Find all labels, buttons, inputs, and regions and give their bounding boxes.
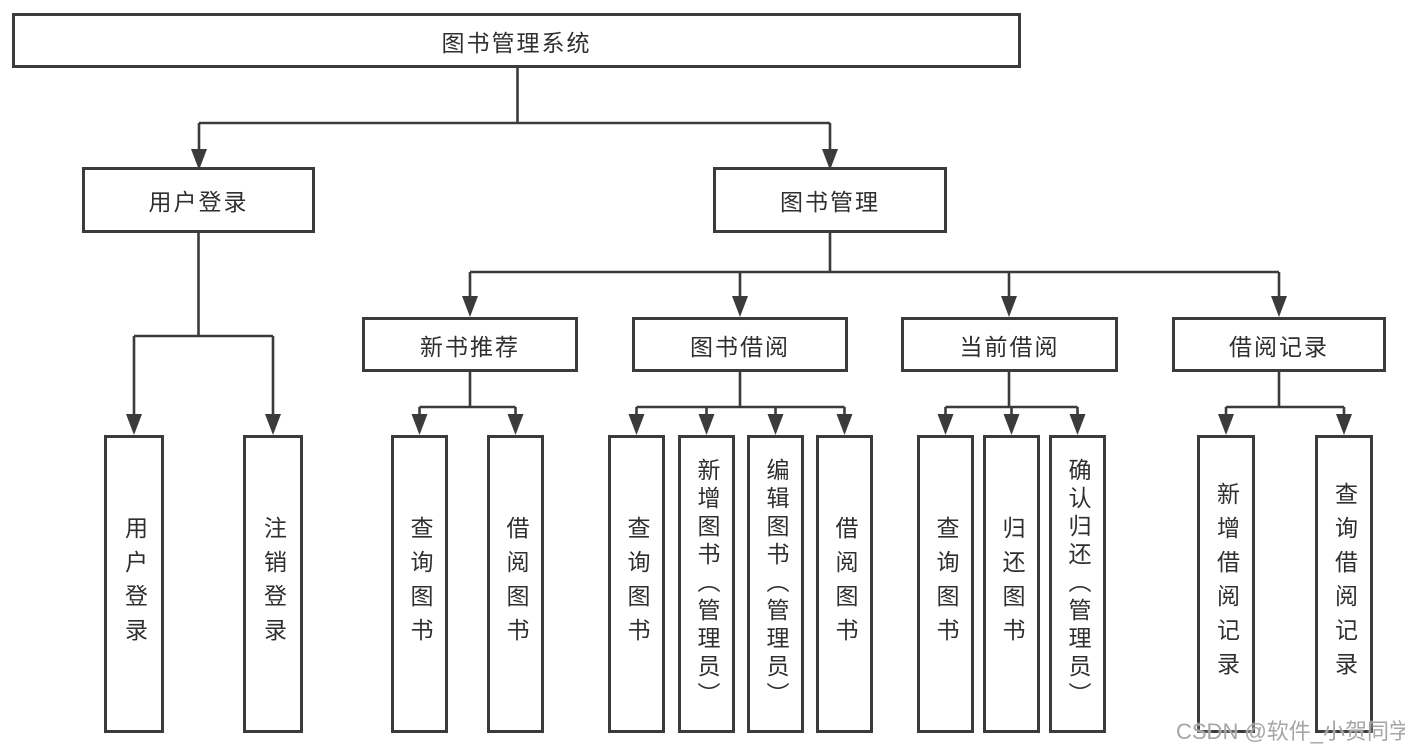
leaf-add-borrow-record: 新增借阅记录 bbox=[1197, 435, 1255, 733]
node-book-borrowing: 图书借阅 bbox=[632, 317, 848, 372]
node-label: 当前借阅 bbox=[959, 333, 1060, 360]
connector-new-book-branch bbox=[418, 372, 517, 418]
arrowheads bbox=[126, 149, 1352, 435]
leaf-label: 新增借阅记录 bbox=[1213, 482, 1240, 686]
leaf-label: 查询借阅记录 bbox=[1331, 482, 1358, 686]
leaf-query-books-recommend: 查询图书 bbox=[391, 435, 448, 733]
connector-user-login-branch bbox=[132, 233, 275, 418]
node-label: 用户登录 bbox=[148, 189, 249, 215]
node-borrowing-records: 借阅记录 bbox=[1172, 317, 1386, 372]
connector-current-borrow-branch bbox=[944, 372, 1079, 418]
leaf-label: 注销登录 bbox=[260, 516, 287, 652]
leaf-query-books-current: 查询图书 bbox=[917, 435, 974, 733]
node-user-login: 用户登录 bbox=[82, 167, 315, 233]
node-book-management-system: 图书管理系统 bbox=[12, 13, 1021, 68]
leaf-return-books: 归还图书 bbox=[983, 435, 1040, 733]
leaf-label: 确认归还（管理员） bbox=[1065, 458, 1091, 710]
leaf-query-books-borrowing: 查询图书 bbox=[608, 435, 665, 733]
leaf-query-borrow-record: 查询借阅记录 bbox=[1315, 435, 1373, 733]
leaf-label: 用户登录 bbox=[121, 516, 148, 652]
leaf-confirm-return-admin: 确认归还（管理员） bbox=[1049, 435, 1106, 733]
csdn-watermark: CSDN @软件_小贺同学 bbox=[1176, 719, 1405, 744]
leaf-borrow-books-recommend: 借阅图书 bbox=[487, 435, 544, 733]
node-current-borrowing: 当前借阅 bbox=[901, 317, 1118, 372]
leaf-label: 新增图书（管理员） bbox=[694, 458, 720, 710]
connector-root-branch bbox=[197, 68, 832, 153]
leaf-borrow-books-borrowing: 借阅图书 bbox=[816, 435, 873, 733]
connector-book-mgmt-branch bbox=[468, 233, 1281, 300]
connector-book-borrow-branch bbox=[635, 372, 846, 418]
leaf-add-books-admin: 新增图书（管理员） bbox=[678, 435, 735, 733]
node-new-book-recommendation: 新书推荐 bbox=[362, 317, 578, 372]
leaf-user-login: 用户登录 bbox=[104, 435, 164, 733]
connector-records-branch bbox=[1224, 372, 1346, 418]
leaf-label: 查询图书 bbox=[624, 516, 650, 652]
leaf-label: 归还图书 bbox=[999, 516, 1025, 652]
node-label: 借阅记录 bbox=[1229, 333, 1329, 360]
node-label: 图书管理系统 bbox=[441, 29, 592, 56]
leaf-edit-books-admin: 编辑图书（管理员） bbox=[747, 435, 804, 733]
leaf-label: 编辑图书（管理员） bbox=[763, 458, 789, 710]
leaf-label: 查询图书 bbox=[407, 516, 433, 652]
node-label: 新书推荐 bbox=[420, 333, 520, 360]
leaf-label: 借阅图书 bbox=[832, 516, 858, 652]
node-book-management: 图书管理 bbox=[713, 167, 947, 233]
leaf-logout-login: 注销登录 bbox=[243, 435, 303, 733]
node-label: 图书借阅 bbox=[690, 333, 790, 360]
leaf-label: 查询图书 bbox=[933, 516, 959, 652]
node-label: 图书管理 bbox=[780, 189, 880, 215]
leaf-label: 借阅图书 bbox=[503, 516, 529, 652]
